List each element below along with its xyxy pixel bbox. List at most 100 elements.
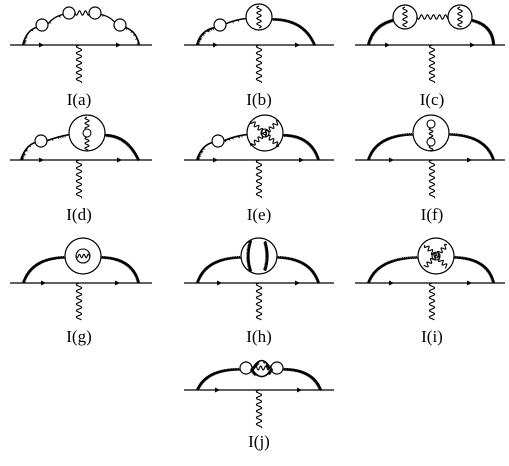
- diagram-label: I(i): [421, 327, 443, 346]
- diagram-g: I(g): [10, 237, 152, 346]
- vacuum-polarization-loop: [392, 4, 418, 30]
- photon-line: [225, 17, 247, 25]
- external-photon: [428, 44, 436, 84]
- diagram-label: I(g): [66, 327, 91, 346]
- photon-line: [100, 13, 116, 23]
- diagram-label: I(b): [246, 90, 271, 109]
- internal-photon: [402, 6, 408, 28]
- internal-photon: [251, 359, 271, 370]
- fermion-arrow: [217, 280, 222, 286]
- photon-line: [196, 367, 241, 391]
- diagram-d: I(d): [10, 114, 152, 224]
- self-energy-loop: [211, 134, 225, 148]
- photon-lines: [19, 5, 496, 429]
- fermion-arrow: [115, 280, 120, 286]
- external-photon: [75, 159, 83, 199]
- photon-line: [276, 255, 320, 284]
- self-energy-loop: [35, 18, 49, 32]
- fermion-arrow: [39, 157, 44, 163]
- self-energy-loop: [88, 6, 102, 20]
- fermion-arrow: [295, 280, 300, 286]
- internal-photon: [84, 136, 90, 151]
- photon-line: [195, 26, 215, 46]
- vacuum-polarization-loop: [240, 237, 278, 275]
- fermion-arrow: [41, 280, 46, 286]
- internal-photon: [423, 243, 448, 268]
- photon-line: [19, 141, 36, 161]
- fermion-arrow: [117, 157, 122, 163]
- fermion-arrow: [39, 42, 44, 48]
- photon-line: [47, 13, 64, 24]
- internal-photon: [457, 6, 463, 28]
- fermion-arrow: [389, 280, 394, 286]
- external-photon: [428, 159, 436, 199]
- fermion-arrow: [470, 42, 475, 48]
- vacuum-polarization-loop: [246, 114, 284, 152]
- photon-line: [282, 133, 320, 161]
- diagram-label: I(f): [421, 205, 444, 224]
- inner-loop: [260, 128, 270, 138]
- photon-line: [366, 18, 394, 46]
- internal-photon: [262, 240, 269, 272]
- internal-photon: [256, 5, 262, 29]
- internal-photon: [250, 367, 274, 378]
- fermion-arrow: [299, 157, 304, 163]
- external-photon: [255, 44, 263, 84]
- photon-line: [271, 17, 316, 46]
- internal-photon: [84, 116, 90, 130]
- photon-line: [471, 18, 496, 46]
- vacuum-polarization-loop: [64, 237, 102, 275]
- diagram-c: I(c): [355, 4, 505, 109]
- diagram-label: I(d): [66, 205, 91, 224]
- fermion-arrow: [213, 157, 218, 163]
- vacuum-polarization-loop: [417, 237, 455, 275]
- fermion-arrow: [295, 42, 300, 48]
- self-energy-loop: [34, 134, 48, 148]
- vacuum-polarization-loop: [68, 114, 106, 152]
- internal-photon: [251, 365, 272, 371]
- internal-photon: [423, 244, 448, 269]
- external-photon: [75, 44, 83, 84]
- internal-photon: [428, 127, 434, 139]
- photon-line: [125, 26, 141, 46]
- photon-line: [366, 255, 419, 284]
- internal-photon: [249, 119, 280, 147]
- fermion-arrow: [385, 42, 390, 48]
- inner-loop: [426, 137, 436, 147]
- photon-line: [366, 132, 414, 161]
- external-photon: [255, 389, 263, 429]
- fermion-arrow: [467, 280, 472, 286]
- inner-loop: [82, 128, 92, 138]
- photon-line: [46, 133, 70, 142]
- diagram-f: I(f): [355, 114, 505, 224]
- self-energy-loop: [113, 18, 127, 32]
- diagram-label: I(j): [248, 432, 270, 451]
- photon-line: [21, 255, 66, 284]
- photon-line: [282, 367, 322, 391]
- self-energy-loop: [213, 18, 227, 32]
- fermion-arrow: [467, 157, 472, 163]
- inner-loop: [431, 251, 441, 261]
- fermion-arrow: [213, 42, 218, 48]
- photon-line: [104, 133, 140, 161]
- photon-line: [21, 26, 37, 46]
- vacuum-polarization-loop: [447, 4, 473, 30]
- diagram-label: I(c): [420, 90, 445, 109]
- self-energy-loop: [62, 6, 76, 20]
- photon-line: [100, 255, 141, 284]
- external-photon: [75, 282, 83, 321]
- internal-photon: [428, 145, 434, 152]
- internal-photon: [75, 253, 91, 259]
- diagram-label: I(h): [246, 327, 271, 346]
- fermion-arrow: [389, 157, 394, 163]
- photon-line: [223, 133, 248, 143]
- self-energy-loop: [270, 361, 284, 375]
- vacuum-polarization-loop: [245, 3, 273, 31]
- diagram-label: I(a): [67, 90, 92, 109]
- diagram-b: I(b): [184, 3, 334, 109]
- photon-line: [195, 255, 242, 284]
- internal-photon: [245, 240, 253, 272]
- fermion-arrow: [215, 387, 220, 393]
